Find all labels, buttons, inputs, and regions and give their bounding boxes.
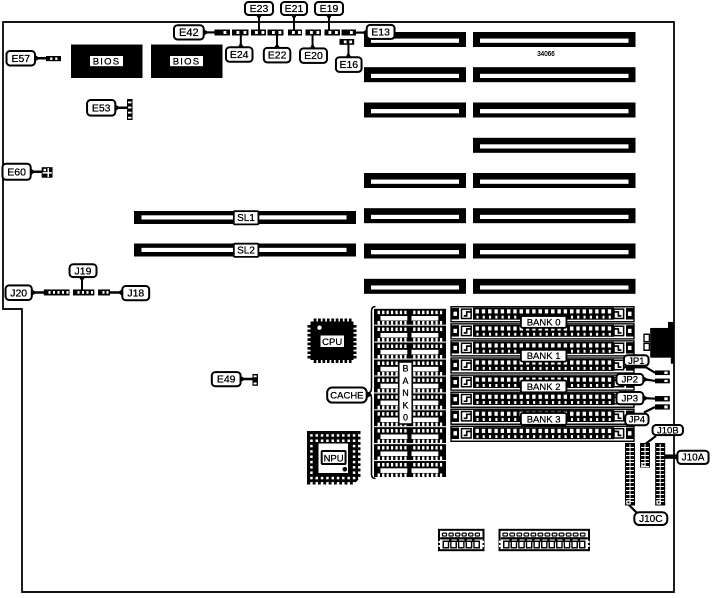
svg-text:BIOS: BIOS — [173, 56, 201, 67]
svg-text:E49: E49 — [217, 374, 236, 386]
svg-text:K: K — [402, 400, 408, 410]
svg-text:E16: E16 — [339, 59, 358, 71]
svg-text:E22: E22 — [268, 50, 287, 62]
svg-text:E60: E60 — [7, 166, 26, 178]
svg-text:E42: E42 — [179, 27, 199, 39]
svg-text:JP4: JP4 — [629, 415, 645, 426]
svg-text:E57: E57 — [11, 53, 30, 65]
svg-text:E20: E20 — [304, 50, 323, 62]
svg-text:SL1: SL1 — [237, 213, 255, 224]
svg-text:BANK 3: BANK 3 — [527, 414, 561, 425]
svg-text:J20: J20 — [10, 287, 27, 299]
svg-text:J10A: J10A — [682, 453, 705, 464]
svg-text:BANK 1: BANK 1 — [527, 351, 561, 362]
svg-text:CACHE: CACHE — [330, 390, 363, 401]
svg-text:E53: E53 — [92, 102, 111, 114]
svg-text:B: B — [402, 364, 408, 374]
svg-text:BIOS: BIOS — [93, 56, 121, 67]
svg-text:E24: E24 — [230, 49, 249, 61]
svg-text:E19: E19 — [320, 3, 339, 15]
svg-text:A: A — [402, 376, 408, 386]
svg-text:0: 0 — [403, 413, 408, 423]
svg-text:SL2: SL2 — [237, 246, 255, 257]
svg-text:E21: E21 — [285, 3, 304, 15]
svg-text:JP3: JP3 — [622, 393, 638, 404]
svg-text:BANK 0: BANK 0 — [527, 317, 561, 328]
svg-text:E23: E23 — [250, 3, 269, 15]
svg-text:34066: 34066 — [537, 51, 555, 59]
svg-text:BANK 2: BANK 2 — [527, 382, 561, 393]
svg-text:NPU: NPU — [324, 453, 344, 464]
svg-text:J18: J18 — [127, 288, 144, 300]
svg-text:CPU: CPU — [322, 337, 342, 348]
svg-text:J10C: J10C — [639, 514, 662, 525]
svg-text:E13: E13 — [371, 27, 390, 39]
svg-text:N: N — [402, 388, 409, 398]
svg-text:JP1: JP1 — [628, 356, 644, 367]
svg-text:J10B: J10B — [657, 425, 679, 436]
svg-text:JP2: JP2 — [622, 375, 638, 386]
svg-text:J19: J19 — [75, 265, 92, 277]
